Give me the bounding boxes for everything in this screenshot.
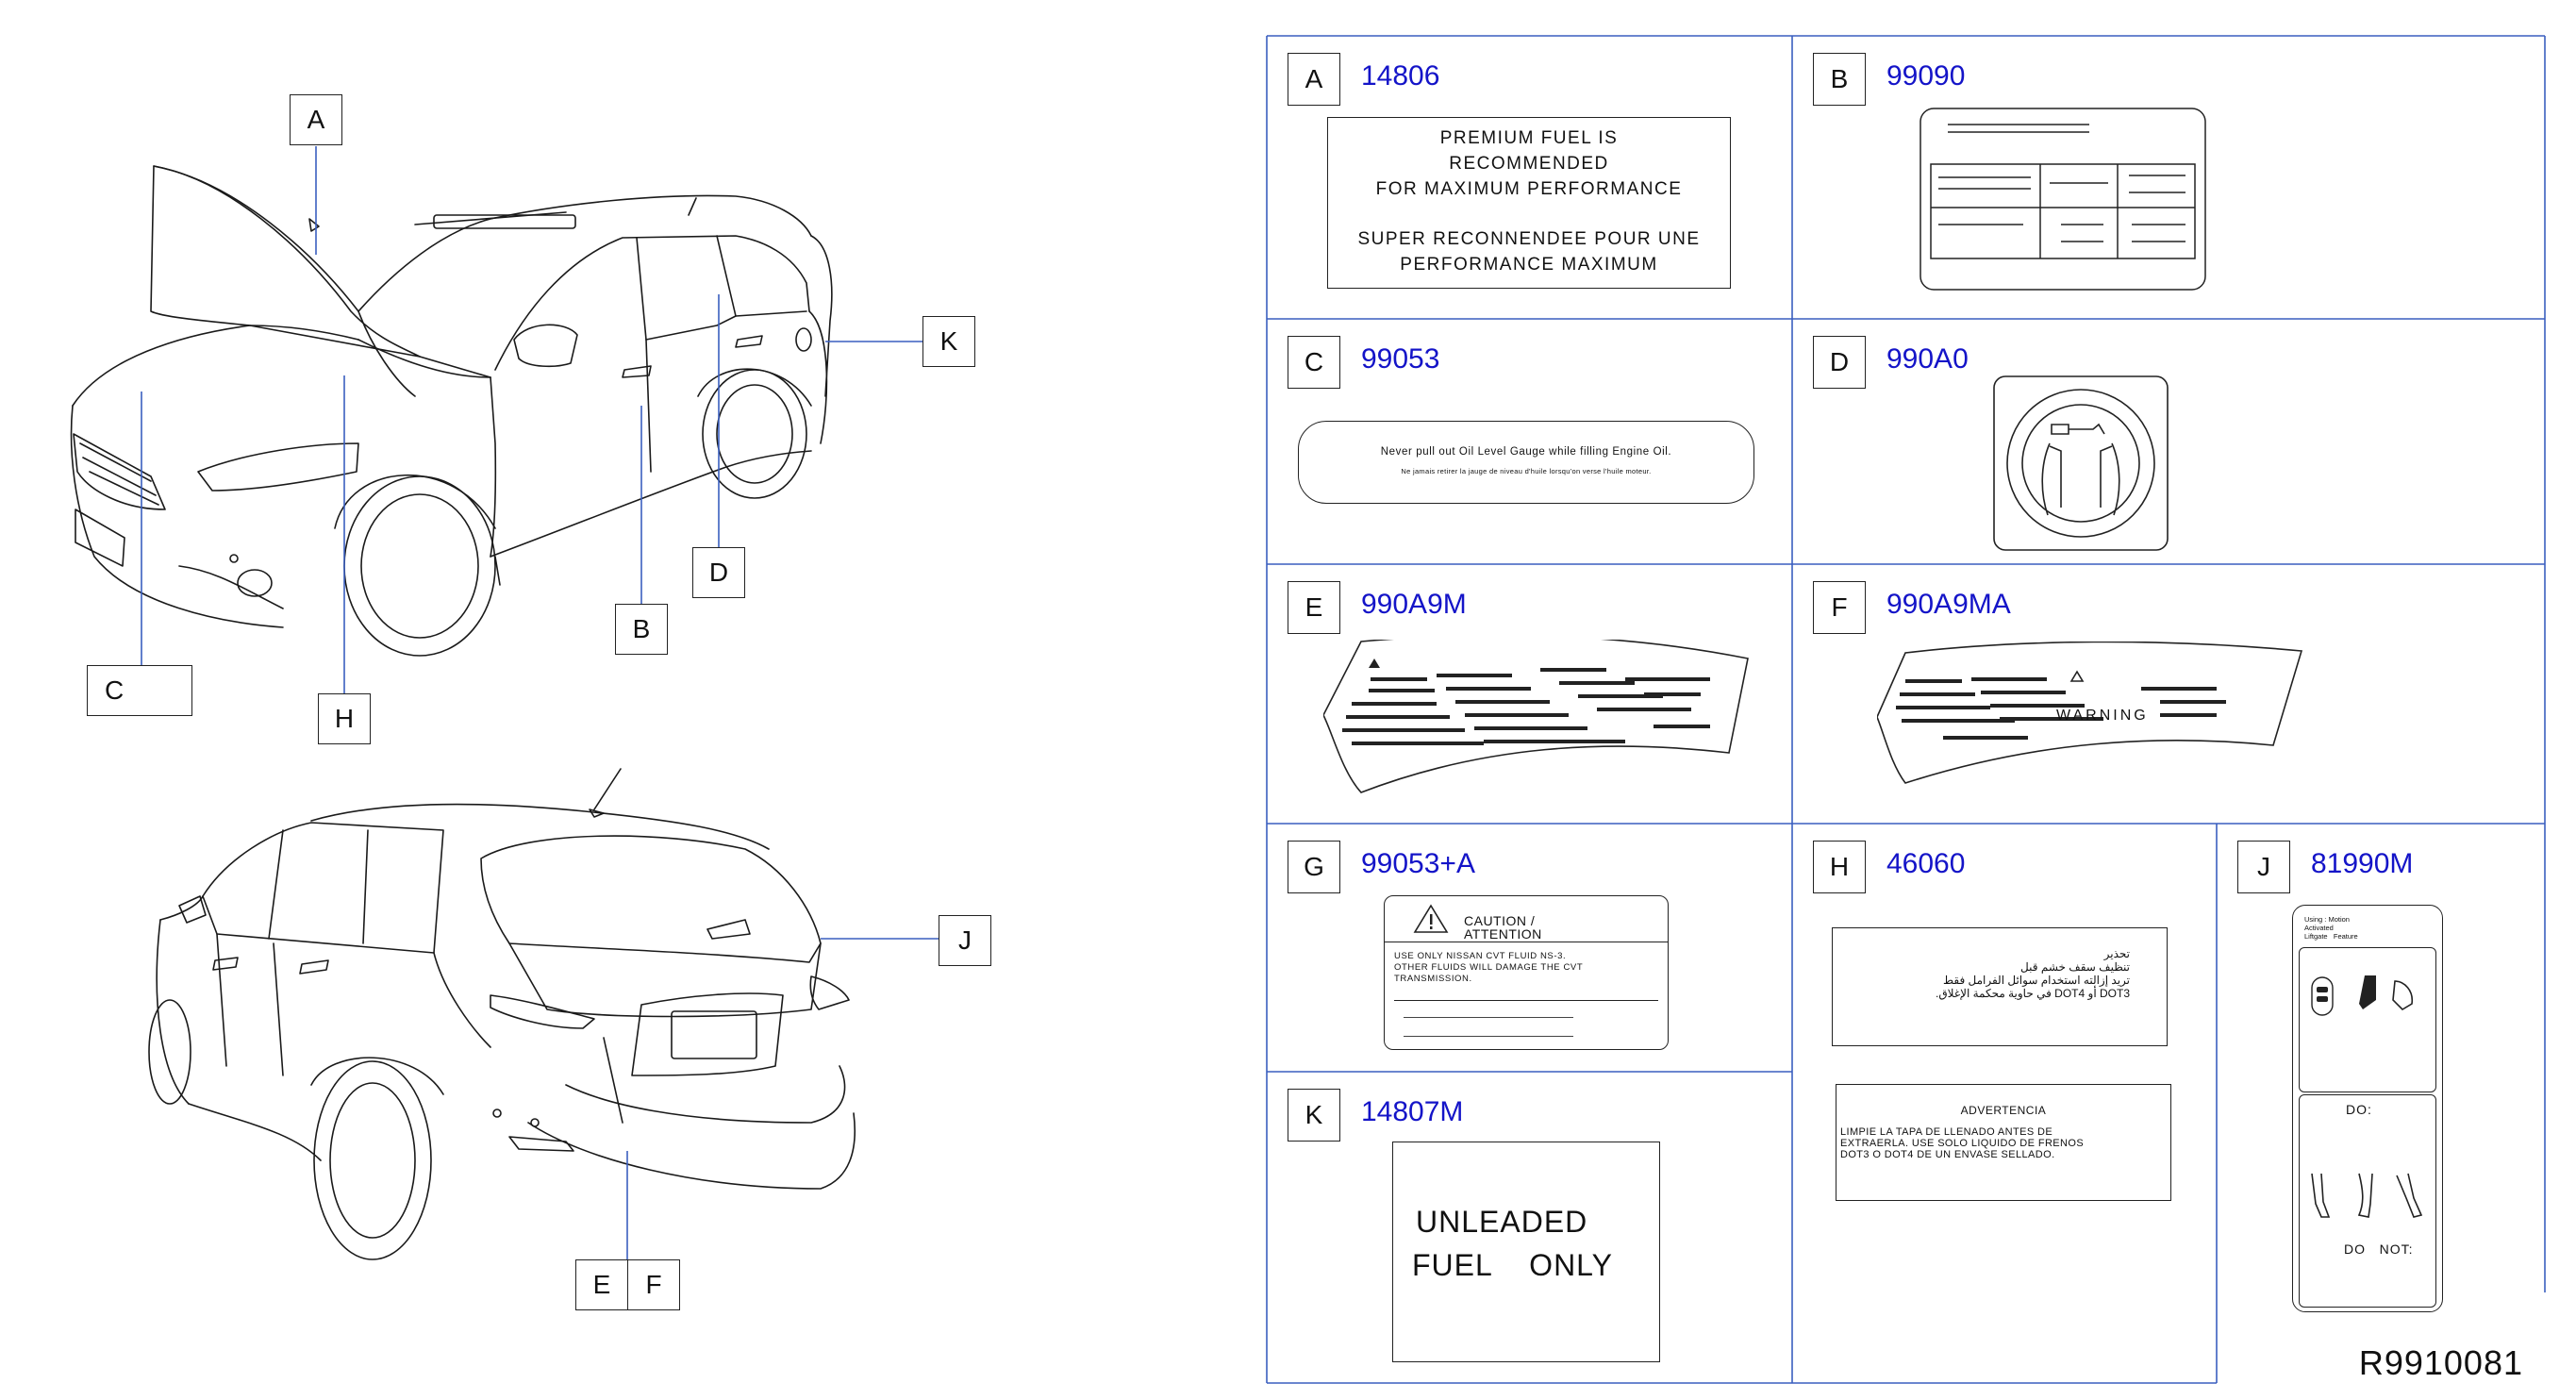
label-brake-fluid-spanish: ADVERTENCIA LIMPIE LA TAPA DE LLENADO AN… bbox=[1836, 1084, 2171, 1201]
label-fuel-cap-icon bbox=[1993, 375, 2169, 551]
label-unleaded-fuel: UNLEADED FUEL ONLY bbox=[1392, 1142, 1660, 1362]
key-fob-icon bbox=[2311, 976, 2334, 1016]
label-line bbox=[1328, 202, 1730, 226]
label-line: Never pull out Oil Level Gauge while fil… bbox=[1380, 446, 1672, 458]
legs-gesture-icon bbox=[2311, 1173, 2423, 1218]
vehicle-drawings bbox=[70, 146, 939, 1260]
spanish-line: EXTRAERLA. USE SOLO LIQUIDO DE FRENOS bbox=[1840, 1138, 2085, 1149]
warning-triangle-icon bbox=[1413, 904, 1449, 933]
cell-letter: F bbox=[1813, 581, 1866, 634]
part-number: 990A0 bbox=[1886, 343, 1969, 375]
caution-body-line: TRANSMISSION. bbox=[1394, 974, 1472, 984]
cell-h: H 46060 تحذير تنظيف سقف خشم قبل تريد إزا… bbox=[1792, 824, 2217, 1383]
cell-letter: A bbox=[1288, 53, 1340, 106]
callout-b: B bbox=[615, 604, 668, 655]
cell-k: K 14807M UNLEADED FUEL ONLY bbox=[1267, 1072, 1792, 1383]
cell-a: A 14806 PREMIUM FUEL IS RECOMMENDED FOR … bbox=[1267, 36, 1792, 319]
label-airbag-warning-curved bbox=[1323, 640, 1749, 793]
cell-c: C 99053 bbox=[1267, 319, 1792, 564]
label-cvt-fluid-caution: CAUTION / ATTENTION USE ONLY NISSAN CVT … bbox=[1384, 895, 1669, 1050]
front-vehicle-drawing bbox=[70, 165, 833, 657]
label-line: Ne jamais retirer la jauge de niveau d'h… bbox=[1401, 467, 1652, 475]
callout-k: K bbox=[922, 316, 975, 367]
warning-text: WARNING bbox=[2056, 708, 2149, 724]
cell-f: F 990A9MA WARNING bbox=[1792, 564, 2545, 824]
label-line: SUPER RECONNENDEE POUR UNE bbox=[1357, 229, 1701, 249]
label-oil-gauge: Never pull out Oil Level Gauge while fil… bbox=[1298, 421, 1754, 504]
label-airbag-warning-curved-alt bbox=[1877, 642, 2303, 784]
caution-body-line: OTHER FLUIDS WILL DAMAGE THE CVT bbox=[1394, 962, 1584, 973]
part-number: 81990M bbox=[2311, 848, 2414, 879]
part-number: 46060 bbox=[1886, 848, 1966, 879]
callout-j: J bbox=[939, 915, 991, 966]
callout-d: D bbox=[692, 547, 745, 598]
spanish-title: ADVERTENCIA bbox=[1960, 1104, 2047, 1117]
part-number: 14806 bbox=[1361, 60, 1440, 92]
cell-letter: B bbox=[1813, 53, 1866, 106]
cell-letter: K bbox=[1288, 1089, 1340, 1142]
caution-title: CAUTION / bbox=[1464, 913, 1536, 928]
caution-body-line: USE ONLY NISSAN CVT FLUID NS-3. bbox=[1394, 951, 1567, 961]
liftgate-heading: Using : Motion Activated Liftgate Featur… bbox=[2304, 915, 2358, 941]
part-number: 99090 bbox=[1886, 60, 1966, 92]
do-not-heading: DO NOT: bbox=[2344, 1242, 2414, 1257]
arabic-line: DOT3 أو DOT4 في حاوية محكمة الإغلاق. bbox=[1936, 987, 2130, 1000]
foot-gesture-icon bbox=[2359, 975, 2414, 1011]
spanish-line: LIMPIE LA TAPA DE LLENADO ANTES DE bbox=[1840, 1126, 2053, 1138]
cell-j: J 81990M Using : Motion Activated Liftga… bbox=[2217, 824, 2545, 1383]
cell-letter: H bbox=[1813, 841, 1866, 893]
arabic-line: تنظيف سقف خشم قبل bbox=[2020, 960, 2130, 974]
do-heading: DO: bbox=[2346, 1102, 2372, 1117]
callout-e: E bbox=[575, 1259, 628, 1310]
rear-vehicle-drawing bbox=[148, 768, 856, 1260]
diagram-reference-number: R9910081 bbox=[2358, 1343, 2523, 1382]
arabic-line: تحذير bbox=[2103, 947, 2130, 960]
spanish-line: DOT3 O DOT4 DE UN ENVASE SELLADO. bbox=[1840, 1149, 2055, 1160]
label-motion-liftgate: Using : Motion Activated Liftgate Featur… bbox=[2292, 905, 2443, 1312]
cell-g: G 99053+A CAUTION / ATTENTION USE ONLY N… bbox=[1267, 824, 1792, 1072]
arabic-line: تريد إزالته استخدام سوائل الفرامل فقط bbox=[1942, 974, 2130, 987]
label-tire-placard bbox=[1920, 108, 2206, 291]
label-premium-fuel: PREMIUM FUEL IS RECOMMENDED FOR MAXIMUM … bbox=[1327, 117, 1731, 289]
label-line: RECOMMENDED bbox=[1449, 154, 1609, 174]
part-number: 14807M bbox=[1361, 1096, 1464, 1127]
cell-d: D 990A0 bbox=[1792, 319, 2545, 564]
callout-f: F bbox=[627, 1259, 680, 1310]
label-line: FUEL ONLY bbox=[1412, 1248, 1613, 1282]
cell-letter: C bbox=[1288, 336, 1340, 389]
attention-title: ATTENTION bbox=[1464, 926, 1542, 942]
part-number: 990A9MA bbox=[1886, 589, 2011, 620]
label-line: FOR MAXIMUM PERFORMANCE bbox=[1375, 179, 1683, 199]
cell-letter: D bbox=[1813, 336, 1866, 389]
callout-c: C bbox=[87, 665, 192, 716]
cell-letter: E bbox=[1288, 581, 1340, 634]
label-line: PERFORMANCE MAXIMUM bbox=[1400, 255, 1658, 275]
label-line: PREMIUM FUEL IS bbox=[1439, 128, 1619, 148]
cell-b: B 99090 bbox=[1792, 36, 2545, 319]
cell-e: E 990A9M bbox=[1267, 564, 1792, 824]
cell-letter: G bbox=[1288, 841, 1340, 893]
cell-letter: J bbox=[2237, 841, 2290, 893]
label-brake-fluid-arabic: تحذير تنظيف سقف خشم قبل تريد إزالته استخ… bbox=[1832, 927, 2168, 1046]
callout-h: H bbox=[318, 693, 371, 744]
part-number: 99053 bbox=[1361, 343, 1440, 375]
label-line: UNLEADED bbox=[1416, 1205, 1588, 1239]
callout-a: A bbox=[290, 94, 342, 145]
part-number: 990A9M bbox=[1361, 589, 1467, 620]
part-number: 99053+A bbox=[1361, 848, 1475, 879]
